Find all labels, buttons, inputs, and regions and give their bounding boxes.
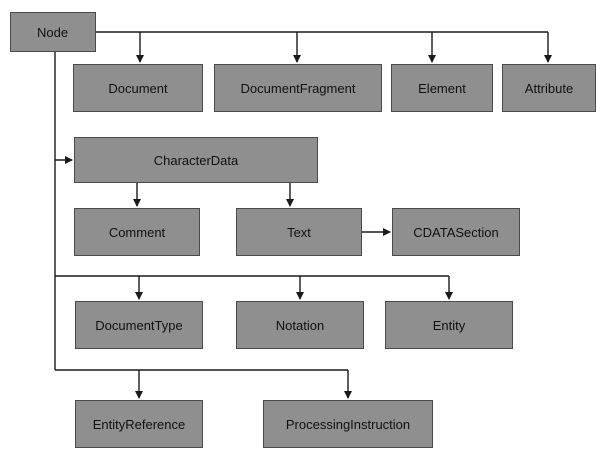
node-comment: Comment xyxy=(74,208,200,256)
node-entity-reference: EntityReference xyxy=(75,400,203,448)
node-document: Document xyxy=(73,64,203,112)
node-document-type: DocumentType xyxy=(75,301,203,349)
node-element: Element xyxy=(391,64,493,112)
node-processing-instruction: ProcessingInstruction xyxy=(263,400,433,448)
node-entity: Entity xyxy=(385,301,513,349)
node-text: Text xyxy=(236,208,362,256)
node-document-fragment: DocumentFragment xyxy=(214,64,382,112)
node-attribute: Attribute xyxy=(502,64,596,112)
node-cdata-section: CDATASection xyxy=(392,208,520,256)
node-notation: Notation xyxy=(236,301,364,349)
node-character-data: CharacterData xyxy=(74,137,318,183)
node-root: Node xyxy=(10,12,96,52)
